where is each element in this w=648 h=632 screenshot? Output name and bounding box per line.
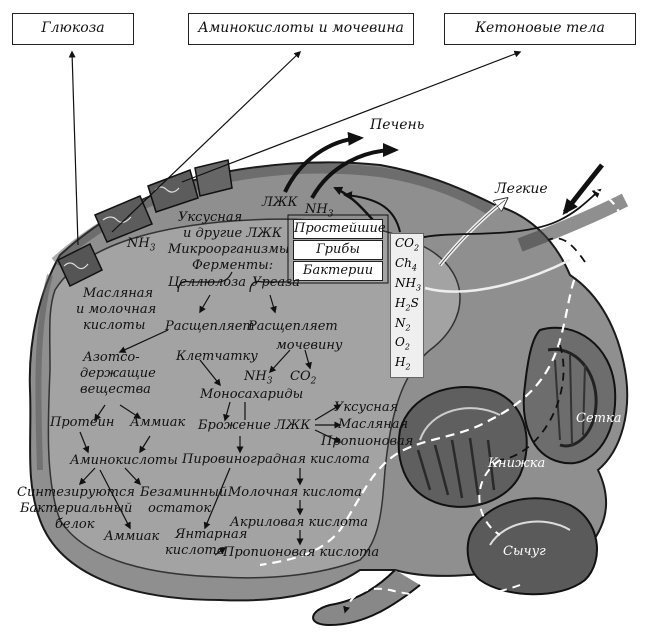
lactic-acid-label: Молочная кислота bbox=[228, 485, 362, 500]
amino-urea-arrow bbox=[111, 50, 302, 233]
succinic-line1: Янтарная bbox=[175, 527, 248, 542]
protein-label: Протеин bbox=[50, 415, 115, 430]
nitrogen-free-line2: остаток bbox=[148, 501, 212, 516]
ammonia-2-label: Аммиак bbox=[104, 529, 160, 544]
ammonia-label: Аммиак bbox=[130, 415, 186, 430]
nh3-absorption-label: NH3 bbox=[305, 202, 334, 220]
digesta-path bbox=[259, 189, 622, 567]
amino-acids-label: Аминокислоты bbox=[70, 453, 178, 468]
microbes-fungi: Грибы bbox=[293, 240, 383, 260]
microbes-bacteria: Бактерии bbox=[293, 261, 383, 281]
abomasum-lobe bbox=[466, 497, 598, 596]
nitrogen-free-line1: Безаминный bbox=[140, 485, 228, 500]
pyruvic-acid-label: Пировиноградная кислота bbox=[182, 452, 370, 467]
monosaccharides-label: Моносахариды bbox=[200, 387, 304, 402]
microorganisms-label: Микроорганизмы bbox=[168, 242, 290, 257]
rumen-wall-segment-4 bbox=[194, 159, 233, 197]
acrylic-acid-label: Акриловая кислота bbox=[230, 515, 369, 530]
enzymes-label: Ферменты: bbox=[192, 258, 274, 273]
abomasum-label: Сычуг bbox=[503, 544, 546, 559]
ketone-arrow bbox=[181, 50, 522, 183]
gas-co2: CO2 bbox=[395, 236, 420, 253]
rumen-wall-segment-1 bbox=[57, 242, 103, 288]
fiber-label: Клетчатку bbox=[176, 349, 258, 364]
nh3-wall-label: NH3 bbox=[127, 236, 156, 254]
omasum-lobe bbox=[397, 385, 528, 508]
butyric-lactic-line3: кислоты bbox=[83, 318, 146, 333]
liver-label: Печень bbox=[370, 117, 425, 133]
splits-urea-label: Расщепляет bbox=[248, 319, 338, 334]
gas-o2: O2 bbox=[395, 335, 410, 352]
microbes-protozoa: Простейшие bbox=[293, 219, 386, 239]
nitrogen-compounds-line1: Азотсо- bbox=[83, 350, 140, 365]
amino-urea-box: Аминокислоты и мочевина bbox=[188, 13, 414, 45]
intestine bbox=[312, 569, 421, 627]
vfa-acetic-label: Уксусная bbox=[334, 400, 399, 415]
glucose-arrow bbox=[68, 50, 79, 246]
urease-label: Уреаза bbox=[252, 275, 301, 290]
gas-list: CO2 Ch4 NH3 H2S N2 O2 H2 bbox=[390, 233, 424, 379]
lungs-label: Легкие bbox=[495, 181, 548, 197]
ketone-box: Кетоновые тела bbox=[444, 13, 636, 45]
cellulase-label: Целлюлоза bbox=[168, 275, 246, 290]
vfa-propionic-label: Пропионовая bbox=[321, 434, 414, 449]
butyric-lactic-line2: и молочная bbox=[76, 302, 157, 317]
propionic-acid-label: Пропионовая кислота bbox=[223, 545, 380, 560]
gas-ch4: Ch4 bbox=[395, 255, 418, 273]
urea-label: мочевину bbox=[276, 338, 343, 353]
synthesized-line1: Синтезируются bbox=[17, 485, 135, 500]
reticulum-lobe bbox=[522, 326, 617, 465]
acetic-vfa-line1: Уксусная bbox=[178, 210, 243, 225]
vfa-butyric-label: Масляная bbox=[338, 417, 409, 432]
butyric-lactic-line1: Масляная bbox=[83, 286, 154, 301]
reticulum-label: Сетка bbox=[576, 411, 622, 426]
omasum-label: Книжка bbox=[488, 456, 546, 471]
gas-h2s: H2S bbox=[395, 295, 419, 313]
esophagus bbox=[517, 193, 629, 252]
succinic-line2: кислота bbox=[165, 543, 225, 558]
feed-intake-arrow bbox=[562, 163, 604, 216]
nh3-rumen-label: NH3 bbox=[244, 369, 273, 387]
nitrogen-compounds-line2: держащие bbox=[80, 366, 156, 381]
liver-arrow-vfa bbox=[283, 131, 364, 193]
glucose-box: Глюкоза bbox=[12, 13, 134, 45]
nitrogen-compounds-line3: вещества bbox=[80, 382, 151, 397]
synthesized-line2: Бактериальный bbox=[20, 501, 133, 516]
gas-n2: N2 bbox=[395, 315, 411, 332]
synthesized-line3: белок bbox=[55, 517, 95, 532]
gas-h2: H2 bbox=[395, 355, 411, 372]
vfa-absorption-label: ЛЖК bbox=[262, 195, 298, 210]
liver-arrow-nh3 bbox=[310, 143, 399, 199]
fermentation-label: Брожение ЛЖК bbox=[198, 418, 311, 433]
gas-nh3: NH3 bbox=[395, 275, 422, 293]
rumen-left-wall bbox=[35, 274, 53, 471]
co2-rumen-label: CO2 bbox=[290, 369, 317, 387]
splits-fiber-label: Расщепляет bbox=[165, 319, 255, 334]
acetic-vfa-line2: и другие ЛЖК bbox=[183, 226, 282, 241]
